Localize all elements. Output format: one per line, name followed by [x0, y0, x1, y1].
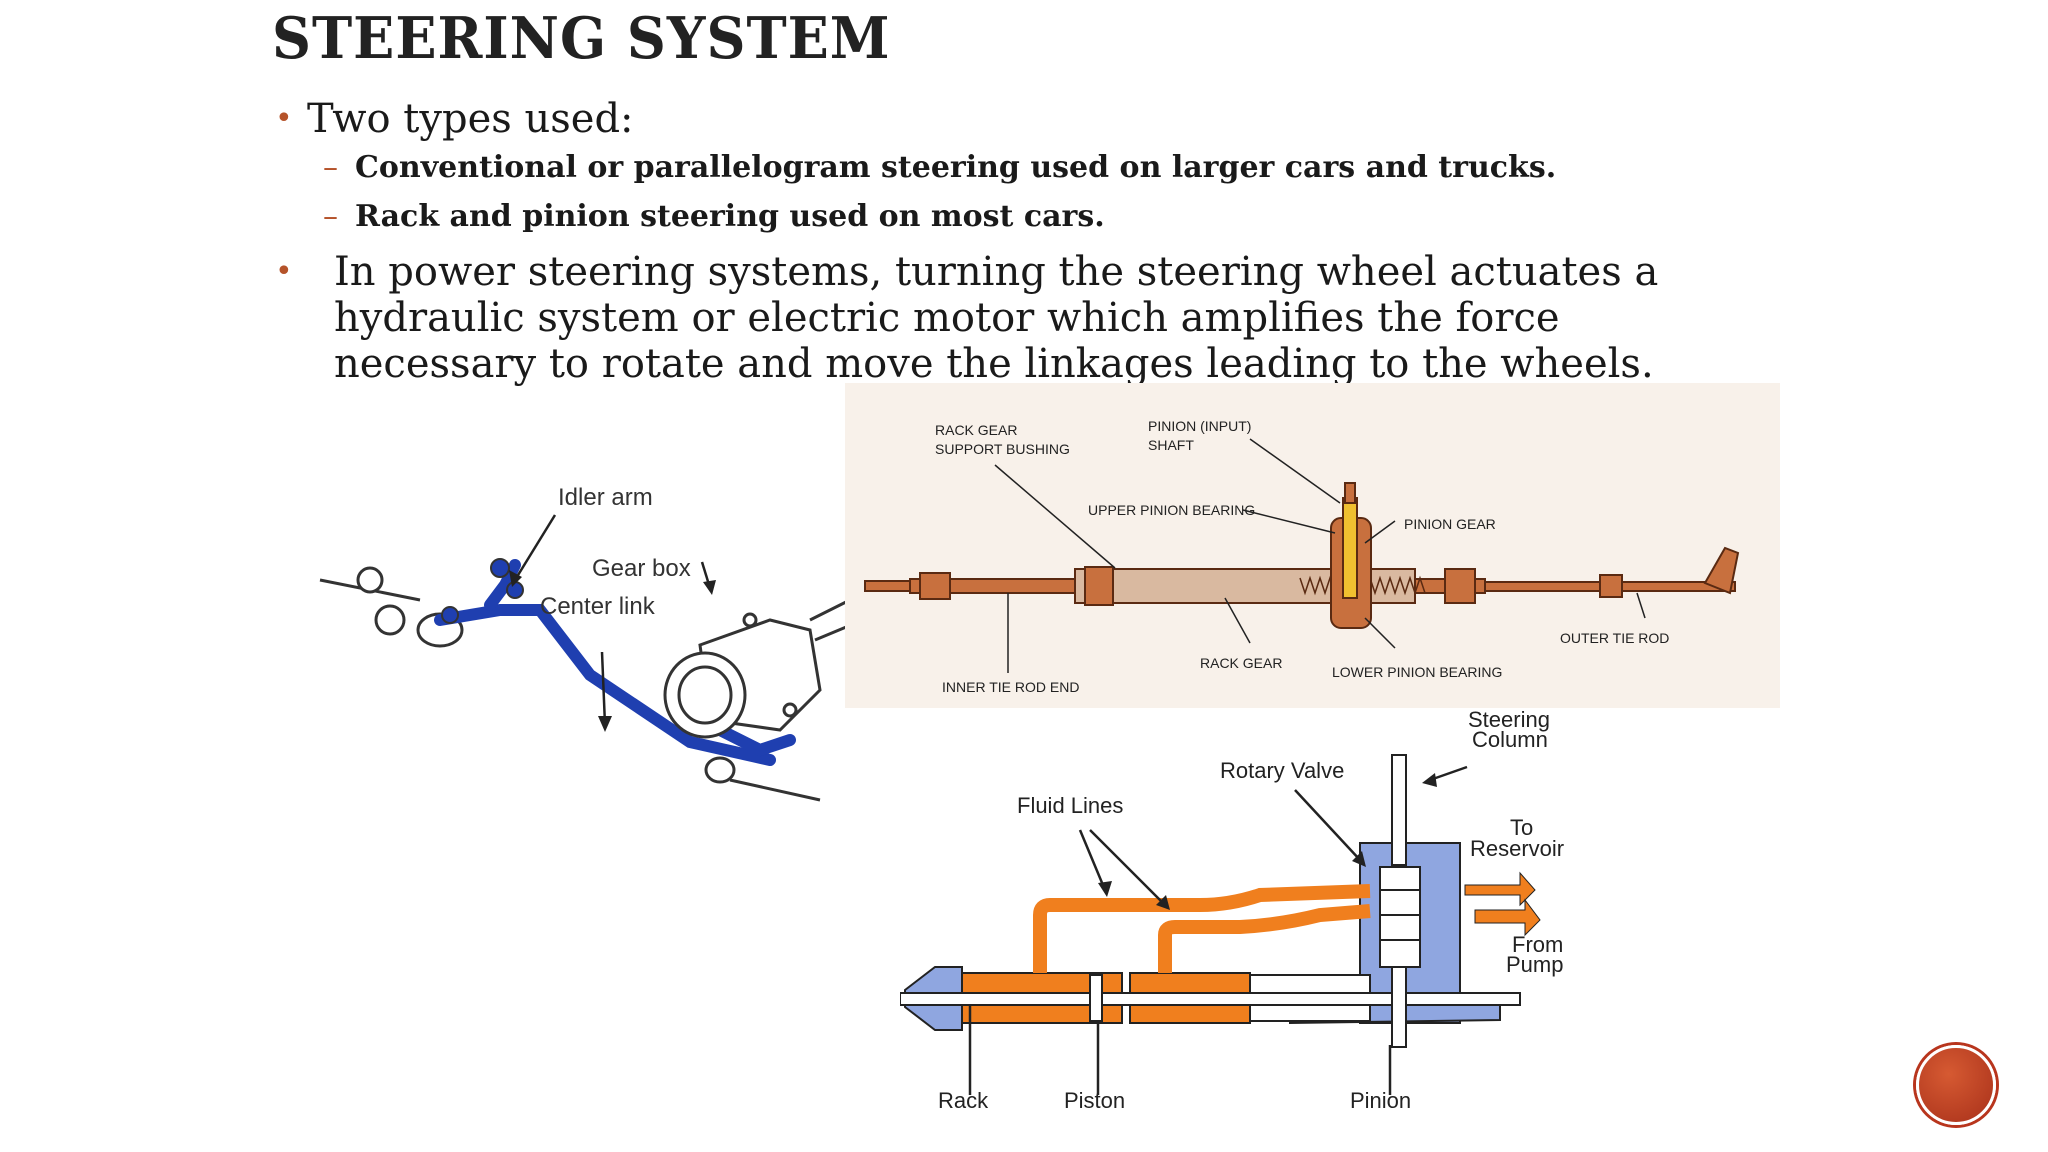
callout-lines — [994, 438, 1646, 673]
dash-marker: – — [323, 150, 338, 185]
center-link-label: Center link — [540, 593, 656, 620]
rotary-valve-label: Rotary Valve — [1220, 758, 1344, 783]
piston-label: Piston — [1064, 1088, 1125, 1113]
bullet-marker: • — [275, 101, 293, 136]
upper-pinion-bearing-label: UPPER PINION BEARING — [1088, 502, 1255, 518]
power-steering-figure: Steering Column Rotary Valve Fluid Lines… — [900, 707, 1564, 1113]
steering-column — [1391, 754, 1407, 1048]
callout-labels: RACK GEAR SUPPORT BUSHING PINION (INPUT)… — [935, 418, 1669, 695]
bullet-text: In power steering systems, turning the s… — [334, 249, 1659, 387]
sub-bullet-rack-pinion: – Rack and pinion steering used on most … — [275, 192, 1775, 241]
fluid-lines — [1033, 884, 1371, 973]
slide-nav-button[interactable] — [1916, 1045, 1996, 1125]
sub-bullet-text: Conventional or parallelogram steering u… — [355, 150, 1557, 185]
to-reservoir-label-1: To — [1510, 815, 1533, 840]
bullet-marker: • — [275, 254, 293, 289]
bullet-list: • Two types used: – Conventional or para… — [275, 95, 1775, 387]
piston — [1089, 974, 1103, 1022]
bullet-text: Two types used: — [307, 96, 634, 142]
rack-gear-support-bushing-label-1: RACK GEAR — [935, 422, 1017, 438]
rack-and-pinion-figure: RACK GEAR SUPPORT BUSHING PINION (INPUT)… — [845, 383, 1780, 708]
dash-marker: – — [323, 199, 338, 234]
slide-title: STEERING SYSTEM — [272, 4, 891, 72]
inner-tie-rod-end-label: INNER TIE ROD END — [942, 679, 1079, 695]
gear-box — [663, 588, 876, 739]
lower-pinion-bearing-label: LOWER PINION BEARING — [1332, 664, 1502, 680]
bullet-power-steering: • In power steering systems, turning the… — [275, 249, 1774, 387]
parallelogram-steering-figure: Idler arm Gear box Center link — [319, 484, 876, 802]
steering-column-label-2: Column — [1472, 727, 1548, 752]
arrowheads — [1098, 773, 1437, 910]
pinion-label: Pinion — [1350, 1088, 1411, 1113]
rack-label: Rack — [938, 1088, 989, 1113]
figure-background — [845, 383, 1780, 708]
arrowheads — [509, 570, 716, 732]
to-reservoir-label-2: Reservoir — [1470, 836, 1564, 861]
sub-bullet-text: Rack and pinion steering used on most ca… — [355, 199, 1105, 234]
pinion-gear-label: PINION GEAR — [1404, 516, 1496, 532]
lower-linkage — [704, 756, 821, 802]
sub-bullet-conventional: – Conventional or parallelogram steering… — [275, 143, 1775, 192]
rack-bar — [900, 992, 1521, 1006]
outer-tie-rod-label: OUTER TIE ROD — [1560, 630, 1669, 646]
callout-labels: Steering Column Rotary Valve Fluid Lines… — [938, 707, 1564, 1113]
gear-box-label: Gear box — [592, 555, 691, 582]
reservoir-pump-arrows — [1464, 871, 1541, 937]
rack-gear-label: RACK GEAR — [1200, 655, 1282, 671]
steering-column-label-1: Steering — [1468, 707, 1550, 732]
rotary-valve — [1379, 866, 1421, 968]
pinion-input-shaft-label-1: PINION (INPUT) — [1148, 418, 1251, 434]
pinion-assembly — [1330, 482, 1372, 629]
from-pump-label-1: From — [1512, 932, 1563, 957]
pinion-input-shaft-label-2: SHAFT — [1148, 437, 1194, 453]
fluid-lines-label: Fluid Lines — [1017, 793, 1123, 818]
rack-gear-support-bushing-label-2: SUPPORT BUSHING — [935, 441, 1070, 457]
tie-rod-left — [319, 566, 464, 648]
callout-arrows — [968, 765, 1468, 1095]
from-pump-label-2: Pump — [1506, 952, 1563, 977]
bullet-two-types: • Two types used: — [275, 95, 1775, 143]
idler-arm-label: Idler arm — [558, 484, 653, 511]
